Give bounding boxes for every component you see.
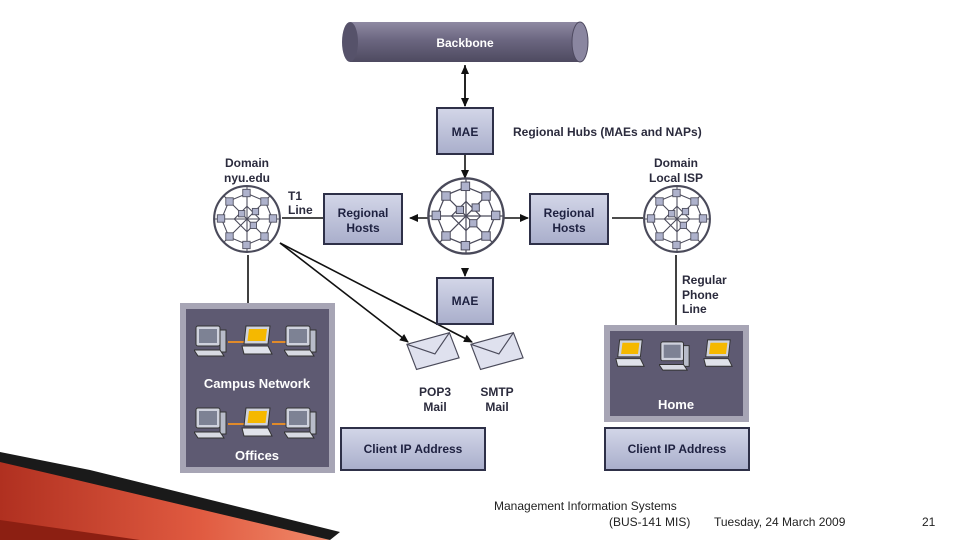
- mae-top-box: [436, 107, 494, 155]
- client-ip-right-label: Client IP Address: [628, 442, 727, 456]
- client-ip-left-box: [340, 427, 486, 471]
- regional-hosts-right-box: [529, 193, 609, 245]
- client-ip-right-box: [604, 427, 750, 471]
- mae-bottom-box: [436, 277, 494, 325]
- computer-icon: [194, 325, 227, 357]
- pop3-envelope-icon: [406, 332, 460, 370]
- regional-hosts-left-line2: Hosts: [346, 221, 380, 235]
- regional-hosts-right-line2: Hosts: [552, 221, 586, 235]
- pop3-line1: POP3: [419, 385, 451, 399]
- pop3-line2: Mail: [423, 400, 446, 414]
- smtp-line2: Mail: [485, 400, 508, 414]
- computer-icon: [284, 407, 317, 439]
- domain-isp-line1: Domain: [654, 156, 698, 170]
- computer-icon: [659, 341, 690, 371]
- footer-code: (BUS-141 MIS): [609, 515, 691, 529]
- phone-line-line3: Line: [682, 302, 707, 316]
- regional-hubs-label: Regional Hubs (MAEs and NAPs): [513, 125, 702, 139]
- client-ip-left-label: Client IP Address: [364, 442, 463, 456]
- laptop-icon: [241, 325, 273, 355]
- domain-nyu-icon: [213, 185, 281, 253]
- domain-isp-icon: [643, 185, 711, 253]
- mae-bottom-label: MAE: [452, 294, 479, 308]
- mae-top-label: MAE: [452, 125, 479, 139]
- regional-hosts-left-box: [323, 193, 403, 245]
- backbone-cylinder: [342, 21, 589, 63]
- laptop-icon: [241, 407, 273, 437]
- home-label: Home: [658, 397, 694, 412]
- regional-hosts-right-line1: Regional: [544, 206, 595, 220]
- domain-nyu-line1: Domain: [225, 156, 269, 170]
- laptop-icon: [615, 339, 645, 367]
- phone-line-line1: Regular: [682, 273, 727, 287]
- t1-line-line2: Line: [288, 203, 313, 217]
- backbone-label: Backbone: [436, 36, 494, 50]
- smtp-envelope-icon: [470, 332, 524, 370]
- laptop-icon: [703, 339, 733, 367]
- footer-page-number: 21: [922, 515, 936, 529]
- computer-icon: [194, 407, 227, 439]
- domain-isp-line2: Local ISP: [649, 171, 703, 185]
- central-hub-icon: [427, 177, 505, 255]
- smtp-line1: SMTP: [480, 385, 513, 399]
- t1-line-line1: T1: [288, 189, 302, 203]
- offices-label: Offices: [235, 448, 279, 463]
- regional-hosts-left-line1: Regional: [338, 206, 389, 220]
- decorative-ribbon: [0, 452, 340, 540]
- campus-network-label: Campus Network: [204, 376, 311, 391]
- phone-line-line2: Phone: [682, 288, 719, 302]
- footer-course: Management Information Systems: [494, 499, 677, 513]
- domain-nyu-line2: nyu.edu: [224, 171, 270, 185]
- footer-date: Tuesday, 24 March 2009: [714, 515, 846, 529]
- computer-icon: [284, 325, 317, 357]
